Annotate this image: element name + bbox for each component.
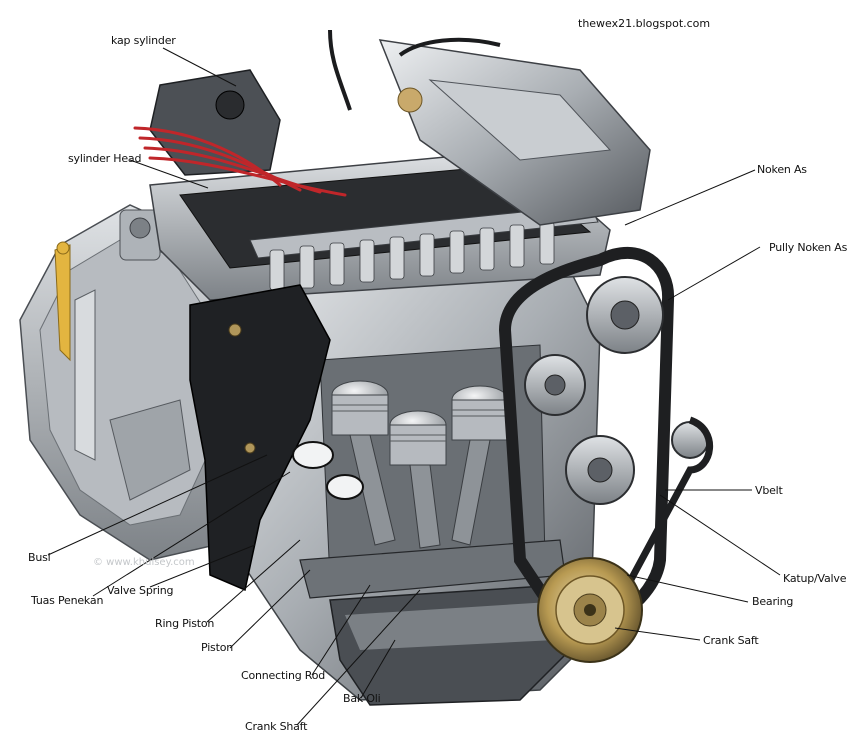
label-kap-sylinder: kap sylinder xyxy=(111,34,176,47)
label-crank-shaft: Crank Shaft xyxy=(245,720,308,733)
label-valve-spring: Valve Spring xyxy=(107,584,174,597)
label-katup-valve: Katup/Valve xyxy=(783,572,847,585)
label-ring-piston: Ring Piston xyxy=(155,617,215,630)
label-crank-saft: Crank Saft xyxy=(703,634,759,647)
label-vbelt: Vbelt xyxy=(755,484,783,497)
source-credit: thewex21.blogspot.com xyxy=(578,17,711,30)
leader-lines xyxy=(47,47,781,726)
spark-plug-wires xyxy=(133,126,347,197)
label-busi: Busi xyxy=(28,551,51,564)
label-noken-as: Noken As xyxy=(757,163,807,176)
label-bak-oli: Bak Oli xyxy=(343,692,381,705)
label-sylinder-head: sylinder Head xyxy=(68,152,142,165)
valve-train xyxy=(269,221,555,291)
front-cover xyxy=(189,284,364,592)
timing-system xyxy=(498,246,713,663)
label-piston: Piston xyxy=(201,641,233,654)
pistons xyxy=(331,380,509,549)
label-pully-noken-as: Pully Noken As xyxy=(769,241,848,254)
label-connecting-rod: Connecting Rod xyxy=(241,669,326,682)
cylinder-head xyxy=(149,29,651,301)
transmission-housing xyxy=(19,204,241,561)
label-tuas-penekan: Tuas Penekan xyxy=(31,594,104,607)
label-bearing: Bearing xyxy=(752,595,794,608)
watermark: © www.khulsey.com xyxy=(93,557,195,568)
